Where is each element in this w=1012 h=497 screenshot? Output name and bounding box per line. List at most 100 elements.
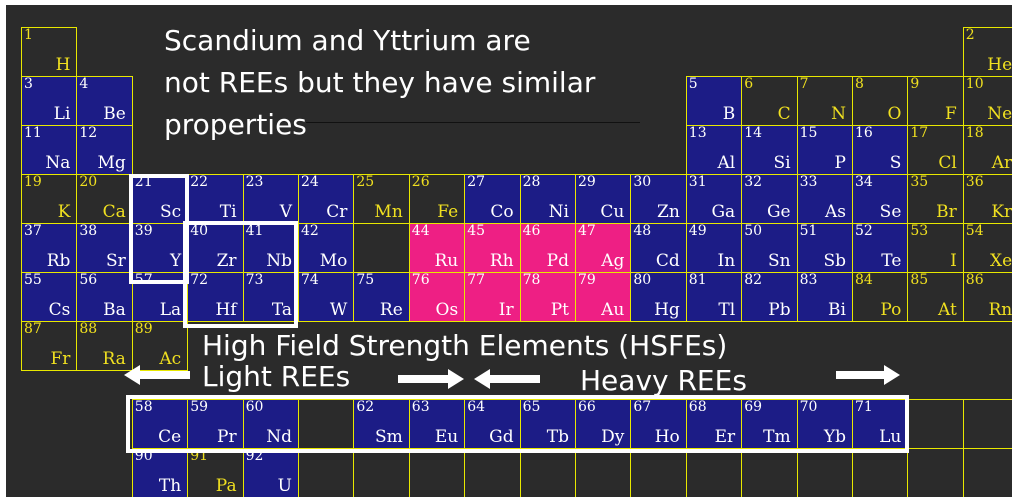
element-symbol: Fe xyxy=(437,202,459,222)
element-symbol: Ce xyxy=(158,427,182,447)
element-symbol: Rh xyxy=(489,251,514,271)
atomic-number: 12 xyxy=(79,125,98,141)
atomic-number: 18 xyxy=(965,125,984,141)
element-symbol: Cl xyxy=(938,153,957,173)
atomic-number: 33 xyxy=(799,174,818,190)
empty-cell xyxy=(741,448,798,497)
atomic-number: 6 xyxy=(744,76,754,92)
hsfe-label: High Field Strength Elements (HSFEs) xyxy=(202,329,728,362)
element-symbol: B xyxy=(722,104,736,124)
atomic-number: 7 xyxy=(799,76,809,92)
atomic-number: 22 xyxy=(190,174,209,190)
element-symbol: Kr xyxy=(991,202,1012,222)
element-symbol: Nb xyxy=(266,251,292,271)
atomic-number: 14 xyxy=(744,125,763,141)
element-symbol: Se xyxy=(879,202,902,222)
element-symbol: Pd xyxy=(546,251,569,271)
element-symbol: F xyxy=(944,104,957,124)
atomic-number: 82 xyxy=(744,272,763,288)
atomic-number: 87 xyxy=(24,321,42,337)
element-symbol: La xyxy=(159,300,182,320)
atomic-number: 51 xyxy=(799,223,818,239)
empty-cell xyxy=(408,448,466,497)
atomic-number: 19 xyxy=(24,174,42,190)
element-symbol: Pa xyxy=(215,476,237,496)
atomic-number: 37 xyxy=(24,223,42,239)
empty-cell xyxy=(298,448,355,497)
element-symbol: Os xyxy=(435,300,459,320)
element-symbol: Tb xyxy=(546,427,569,447)
element-symbol: Ag xyxy=(601,251,625,271)
element-symbol: Hg xyxy=(654,300,680,320)
atomic-number: 34 xyxy=(855,174,873,190)
element-symbol: Na xyxy=(45,153,71,173)
element-symbol: Rb xyxy=(46,251,71,271)
sc-y-highlight-box xyxy=(129,174,189,284)
atomic-number: 60 xyxy=(245,399,264,415)
atomic-number: 74 xyxy=(301,272,319,288)
atomic-number: 9 xyxy=(910,76,920,92)
element-symbol: Ne xyxy=(987,104,1012,124)
element-symbol: Ho xyxy=(654,427,680,447)
element-symbol: Re xyxy=(379,300,403,320)
element-symbol: Hf xyxy=(215,300,237,320)
atomic-number: 55 xyxy=(24,272,42,288)
atomic-number: 48 xyxy=(633,223,652,239)
atomic-number: 46 xyxy=(522,223,541,239)
element-symbol: Ba xyxy=(103,300,126,320)
atomic-number: 66 xyxy=(578,399,596,415)
element-symbol: Er xyxy=(714,427,736,447)
element-symbol: Mg xyxy=(97,153,126,173)
atomic-number: 73 xyxy=(245,272,264,288)
element-symbol: Be xyxy=(103,104,126,124)
atomic-number: 20 xyxy=(79,174,98,190)
element-symbol: Sc xyxy=(160,202,182,222)
atomic-number: 49 xyxy=(688,223,707,239)
atomic-number: 79 xyxy=(578,272,596,288)
atomic-number: 71 xyxy=(855,399,873,415)
atomic-number: 50 xyxy=(744,223,763,239)
atomic-number: 56 xyxy=(79,272,98,288)
element-symbol: Ra xyxy=(102,349,126,369)
element-symbol: Po xyxy=(880,300,902,320)
atomic-number: 47 xyxy=(578,223,596,239)
element-symbol: In xyxy=(717,251,736,271)
empty-cell xyxy=(685,448,743,497)
element-symbol: Cr xyxy=(326,202,348,222)
atomic-number: 16 xyxy=(855,125,873,141)
element-symbol: Pr xyxy=(217,427,237,447)
element-symbol: W xyxy=(329,300,348,320)
element-symbol: C xyxy=(777,104,791,124)
atomic-number: 31 xyxy=(688,174,707,190)
element-symbol: Ga xyxy=(711,202,736,222)
atomic-number: 85 xyxy=(910,272,929,288)
element-symbol: Bi xyxy=(828,300,846,320)
element-symbol: Zn xyxy=(657,202,680,222)
atomic-number: 75 xyxy=(356,272,375,288)
element-symbol: Ru xyxy=(434,251,459,271)
atomic-number: 89 xyxy=(134,321,153,337)
element-symbol: Br xyxy=(936,202,957,222)
empty-cell xyxy=(575,448,632,497)
